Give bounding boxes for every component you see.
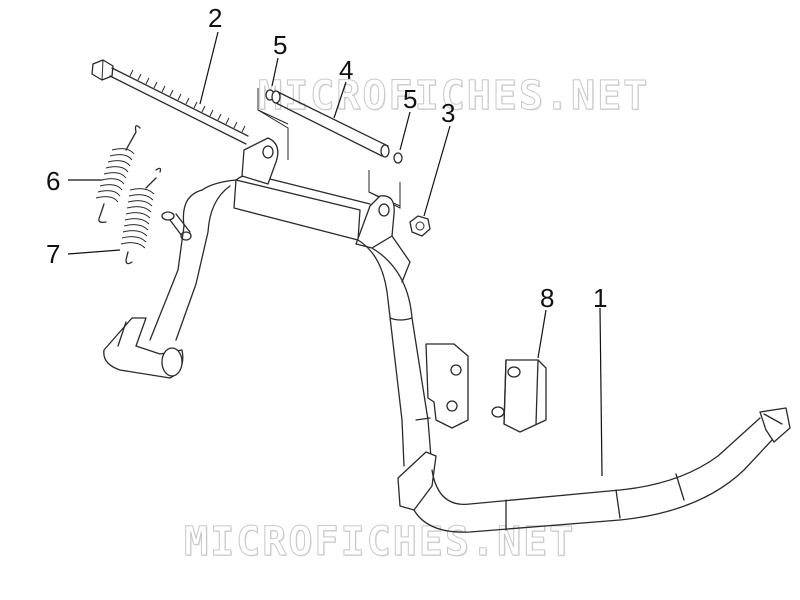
callout-part-6: 6 xyxy=(46,166,61,196)
bolt-part xyxy=(91,59,249,145)
callout-part-8: 8 xyxy=(540,283,555,313)
watermark-bottom: MICROFICHES.NET xyxy=(183,519,576,566)
spring-7-part xyxy=(120,167,162,265)
callout-part-5-right: 5 xyxy=(403,84,418,114)
callout-part-3: 3 xyxy=(441,98,456,128)
spring-6-part xyxy=(95,125,141,224)
callout-part-2: 2 xyxy=(208,3,223,33)
pin-part xyxy=(161,211,192,241)
watermark-top: MICROFICHES.NET xyxy=(257,73,650,120)
spacer-tube-part xyxy=(271,90,390,158)
callout-part-4: 4 xyxy=(339,55,354,85)
stand-frame-part xyxy=(103,137,791,533)
nut-part xyxy=(409,215,431,237)
callout-part-1: 1 xyxy=(593,283,608,313)
callout-part-5-left: 5 xyxy=(273,30,288,60)
leader-lines xyxy=(67,31,603,477)
rubber-block-part xyxy=(491,359,547,433)
callout-part-7: 7 xyxy=(46,239,61,269)
